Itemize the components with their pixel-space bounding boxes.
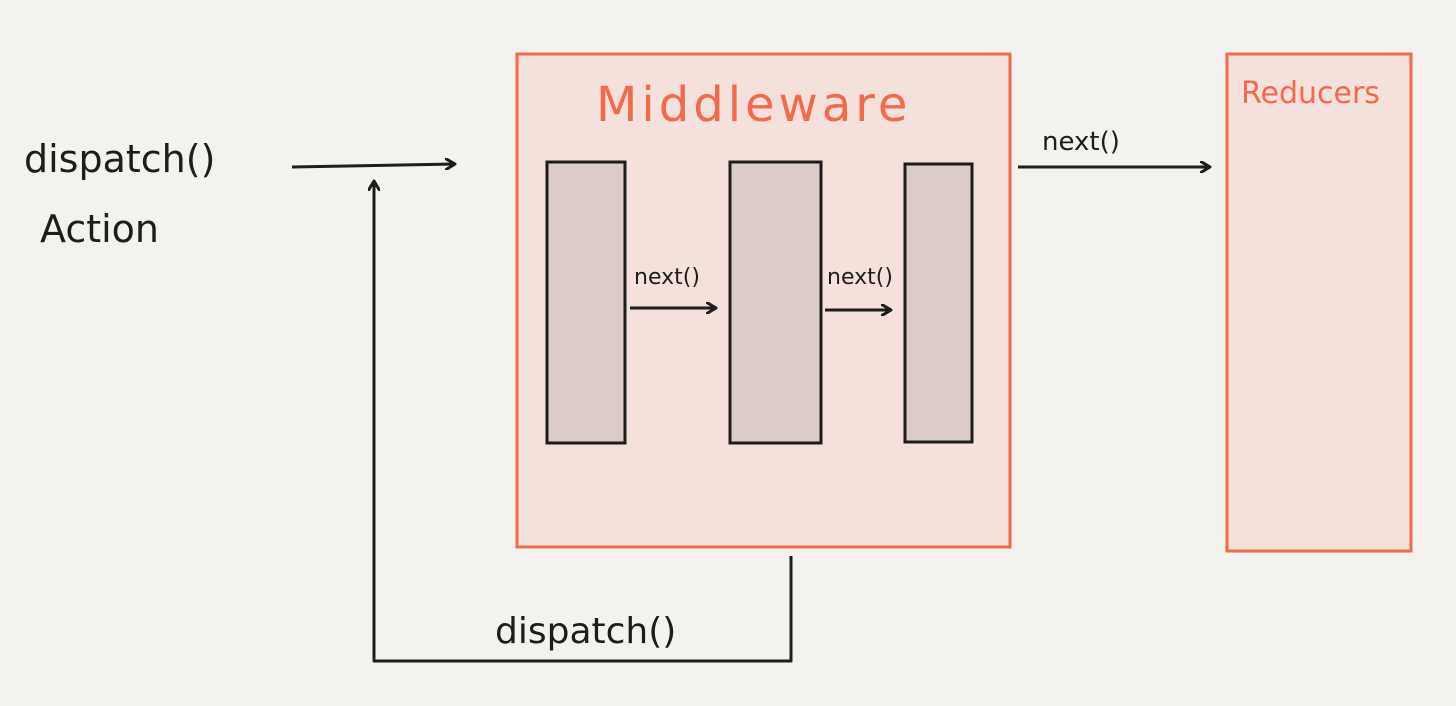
next-label-2-3: next()	[827, 265, 893, 290]
middleware-block-1	[545, 160, 627, 445]
next-label-to-reducers: next()	[1042, 127, 1120, 157]
next-label-1-2: next()	[634, 265, 700, 290]
middleware-block-2	[728, 160, 823, 445]
action-label: Action	[40, 207, 159, 251]
reducers-title: Reducers	[1241, 76, 1380, 111]
reducers-box	[1225, 52, 1413, 553]
input-arrow	[291, 164, 455, 167]
dispatch-input-label: dispatch()	[24, 137, 215, 181]
middleware-title: Middleware	[596, 77, 911, 133]
middleware-block-3	[903, 162, 974, 444]
feedback-dispatch-path	[374, 181, 793, 663]
feedback-dispatch-label: dispatch()	[495, 611, 676, 652]
